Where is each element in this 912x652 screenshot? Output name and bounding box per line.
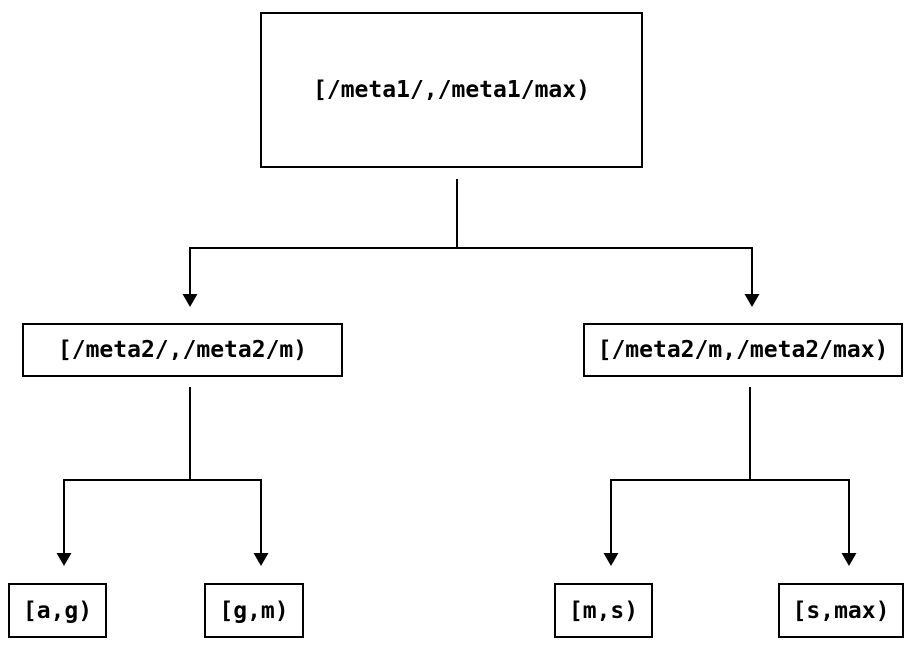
- edge-meta2-high-to-leaf-smax: [749, 387, 850, 553]
- arrowhead-down-icon: [253, 553, 269, 566]
- node-leaf-range-g-m: [g,m): [204, 583, 304, 638]
- edge-root-to-meta2-low: [189, 179, 458, 294]
- arrowhead-down-icon: [182, 294, 198, 307]
- node-meta1-range: [/meta1/,/meta1/max): [260, 12, 643, 168]
- edge-meta2-high-to-leaf-ms: [610, 387, 751, 553]
- arrowhead-down-icon: [56, 553, 72, 566]
- edge-meta2-low-to-leaf-gm: [189, 387, 262, 553]
- node-leaf-range-s-max: [s,max): [778, 583, 904, 638]
- node-meta2-low-range: [/meta2/,/meta2/m): [22, 323, 343, 377]
- edge-meta2-low-to-leaf-ag: [63, 387, 191, 553]
- node-leaf-range-m-s: [m,s): [554, 583, 653, 638]
- arrowhead-down-icon: [744, 294, 760, 307]
- arrowhead-down-icon: [603, 553, 619, 566]
- node-leaf-range-a-g: [a,g): [8, 583, 107, 638]
- node-meta2-high-range: [/meta2/m,/meta2/max): [583, 323, 903, 377]
- edge-root-to-meta2-high: [456, 179, 753, 294]
- arrowhead-down-icon: [841, 553, 857, 566]
